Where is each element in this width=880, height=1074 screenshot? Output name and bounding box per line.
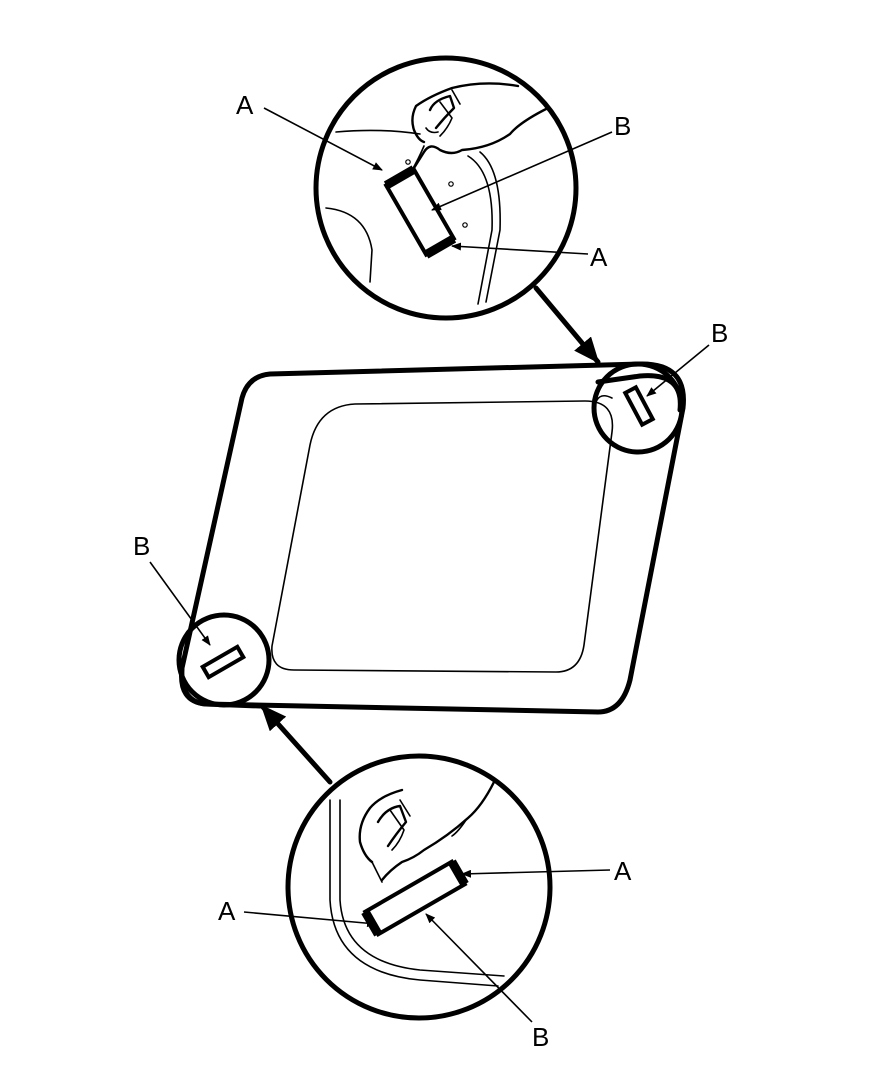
hand-illustration-bottom [358,780,496,883]
window-glass [179,361,686,715]
tape-b-bottom-left [199,644,247,680]
label-a-bottom-left: A [218,896,236,926]
label-a-top-lower: A [590,242,608,272]
tape-b-bottom-detail [362,859,468,937]
corner-detail-top-right: B [591,318,728,455]
backing-a-top-upper [383,165,417,190]
backing-a-top-lower [423,234,457,259]
label-b-bottom-detail: B [532,1022,549,1052]
top-magnified-detail: A B A [236,55,631,321]
label-b-top-detail: B [614,111,631,141]
tape-b-top-right [622,384,656,428]
backing-a-bottom-right [447,859,469,887]
label-a-bottom-right: A [614,856,632,886]
corner-detail-bottom-left: B [133,531,272,709]
label-a-top-upper: A [236,90,254,120]
label-b-bottom-left: B [133,531,150,561]
window-outer-edge [179,361,686,715]
bottom-magnified-detail: A A B [218,753,632,1052]
window-inner-edge [271,400,614,673]
arrow-to-top-right-corner [533,285,601,365]
label-b-top-right: B [711,318,728,348]
arrow-to-bottom-left-corner [259,703,333,785]
hand-illustration [411,82,550,171]
